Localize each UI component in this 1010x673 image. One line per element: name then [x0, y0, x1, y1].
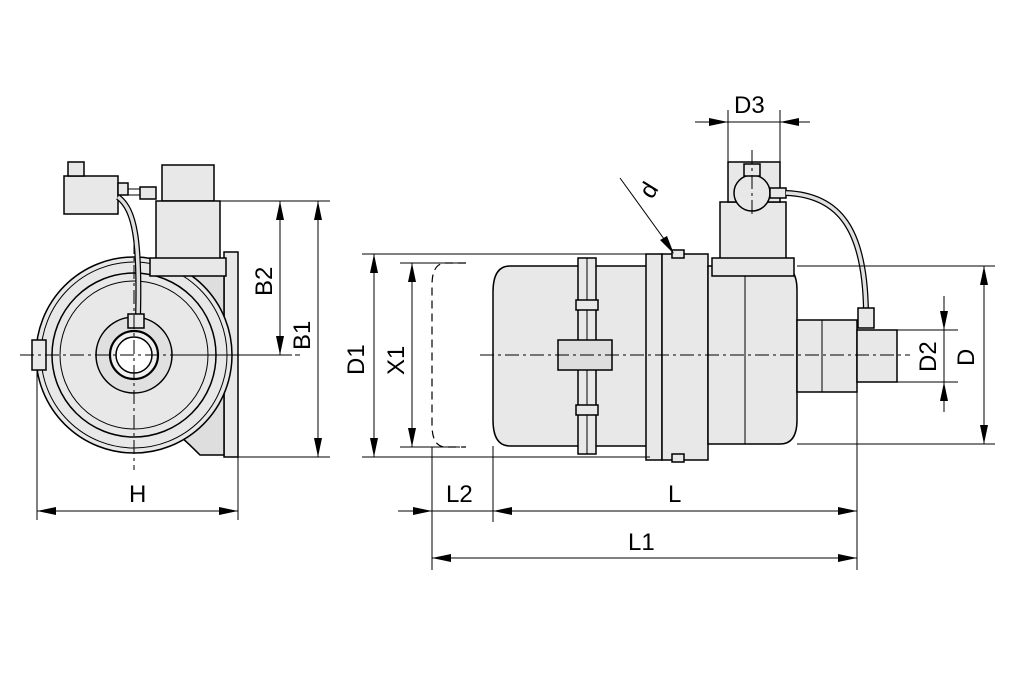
dim-label-l2: L2 [446, 481, 473, 508]
side-view [431, 150, 910, 463]
end-view-valve-body [155, 200, 221, 262]
side-view-flange [645, 253, 663, 461]
side-view-hidden-element [431, 262, 466, 448]
dim-label-x1: X1 [383, 346, 410, 375]
dim-label-d1: D1 [343, 344, 370, 375]
dim-label-b2: B2 [251, 267, 278, 296]
side-view-outlet [796, 319, 858, 393]
dim-label-l: L [668, 481, 681, 508]
end-view [20, 161, 300, 470]
dim-label-d3: D3 [734, 92, 765, 119]
dim-label-l1: L1 [628, 529, 655, 556]
dim-label-d-small: d [634, 178, 664, 204]
end-view-valve-top [161, 164, 215, 202]
end-view-connector [63, 175, 119, 215]
dim-label-d: D [953, 349, 980, 366]
end-view-dimensions: B1 B2 H [36, 200, 330, 520]
dim-label-d2: D2 [915, 341, 942, 372]
dim-label-b1: B1 [289, 321, 316, 350]
dim-label-h: H [129, 481, 146, 508]
side-view-tube [785, 190, 869, 313]
